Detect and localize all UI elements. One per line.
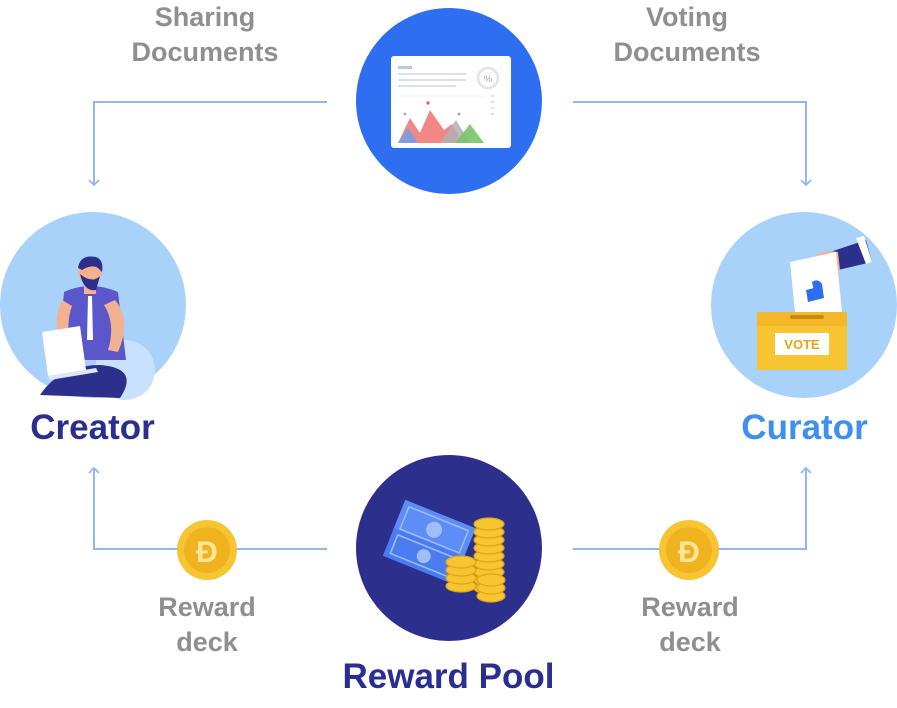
- voting-line1: Voting: [646, 2, 728, 32]
- svg-text:Đ: Đ: [196, 536, 218, 569]
- vote-label: VOTE: [784, 337, 820, 352]
- creator-person-icon: [0, 212, 186, 400]
- curator-label: Curator: [741, 408, 868, 447]
- reward-pool-label: Reward Pool: [342, 657, 555, 696]
- creator-label: Creator: [30, 408, 155, 447]
- arrow-to-creator-top: [88, 101, 327, 187]
- vote-box-icon: VOTE: [711, 212, 897, 398]
- sharing-line2: Documents: [131, 37, 279, 67]
- svg-text:Đ: Đ: [678, 536, 700, 569]
- money-coins-icon: [356, 455, 542, 641]
- reward-deck-left-label: Reward deck: [112, 590, 302, 660]
- reward-left-line2: deck: [176, 627, 238, 657]
- voting-documents-label: Voting Documents: [592, 0, 782, 70]
- reward-left-line1: Reward: [158, 592, 256, 622]
- arrow-to-curator-top: [573, 101, 812, 187]
- sharing-line1: Sharing: [154, 2, 256, 32]
- coin-icon: Đ: [177, 520, 237, 580]
- reward-right-line1: Reward: [641, 592, 739, 622]
- arrow-to-creator-bottom: [88, 466, 327, 550]
- document-chart-icon: %: [356, 8, 542, 194]
- sharing-documents-label: Sharing Documents: [110, 0, 300, 70]
- voting-line2: Documents: [613, 37, 761, 67]
- arrow-to-curator-bottom: [573, 466, 812, 550]
- coin-icon: Đ: [659, 520, 719, 580]
- reward-deck-right-label: Reward deck: [595, 590, 785, 660]
- svg-text:%: %: [484, 74, 492, 84]
- reward-right-line2: deck: [659, 627, 721, 657]
